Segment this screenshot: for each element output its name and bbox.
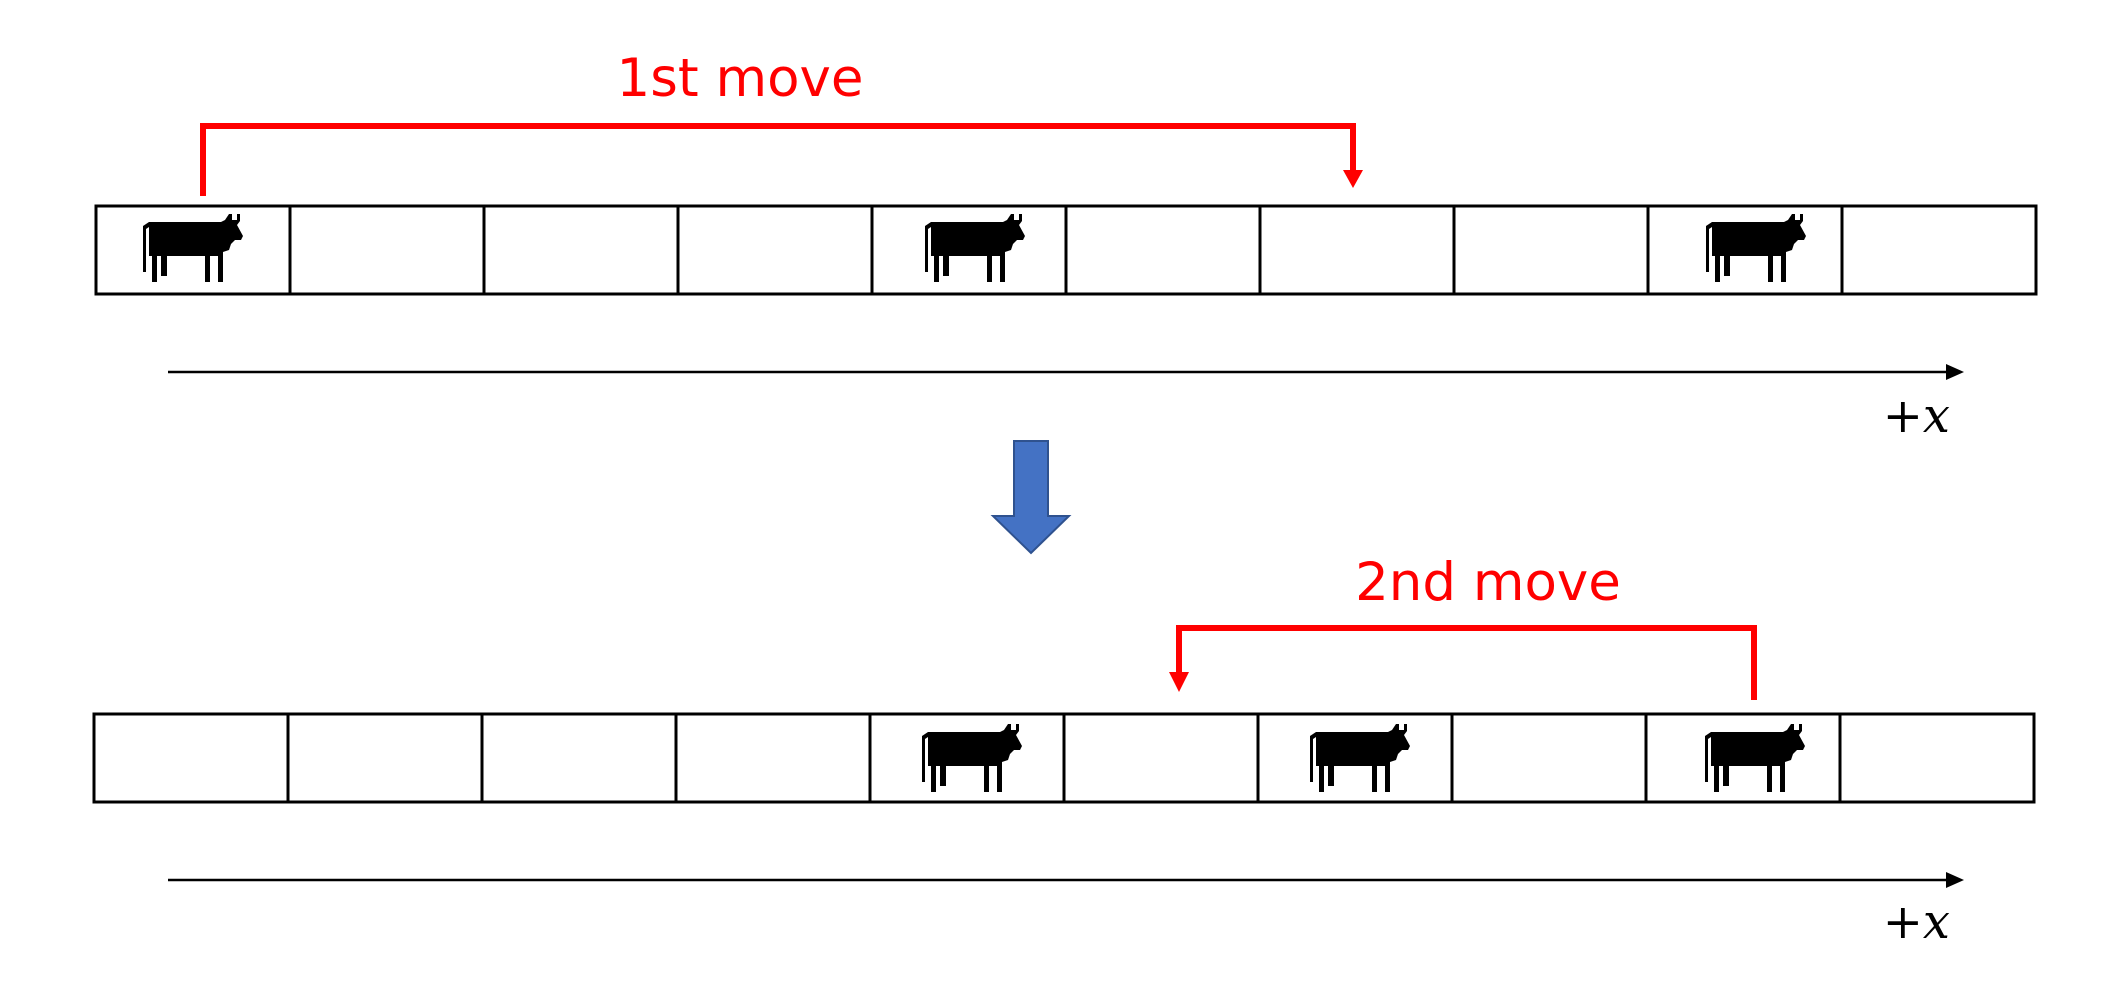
cell-2 <box>288 204 486 296</box>
cell-4 <box>674 712 872 804</box>
cell-strip <box>92 712 2036 804</box>
x-axis <box>168 364 1964 380</box>
cell-6 <box>1062 712 1260 804</box>
cell-2 <box>286 712 484 804</box>
x-axis <box>168 872 1964 888</box>
axis-label: +x <box>1883 388 1950 444</box>
arrow-down-icon <box>990 440 1072 555</box>
arrow-head-icon <box>1343 170 1363 188</box>
cell-3 <box>482 204 680 296</box>
axis-arrow-icon <box>1946 364 1964 380</box>
cell-8 <box>1452 204 1650 296</box>
move-label-1st: 1st move <box>617 48 864 109</box>
cell-1 <box>92 712 290 804</box>
cell-4 <box>676 204 874 296</box>
axis-arrow-icon <box>1946 872 1964 888</box>
cell-7 <box>1258 204 1456 296</box>
move-label-2nd: 2nd move <box>1355 552 1621 613</box>
cell-3 <box>480 712 678 804</box>
top-row: 1st move +x <box>94 48 2038 444</box>
cell-8 <box>1450 712 1648 804</box>
cell-strip <box>94 204 2038 296</box>
cell-10 <box>1838 712 2036 804</box>
arrow-head-icon <box>1169 672 1189 692</box>
move-bracket-2nd <box>1169 625 1757 700</box>
move-bracket-1st <box>200 123 1363 196</box>
cell-6 <box>1064 204 1262 296</box>
axis-label: +x <box>1883 894 1950 950</box>
bottom-row: 2nd move +x <box>92 552 2036 950</box>
cell-10 <box>1840 204 2038 296</box>
